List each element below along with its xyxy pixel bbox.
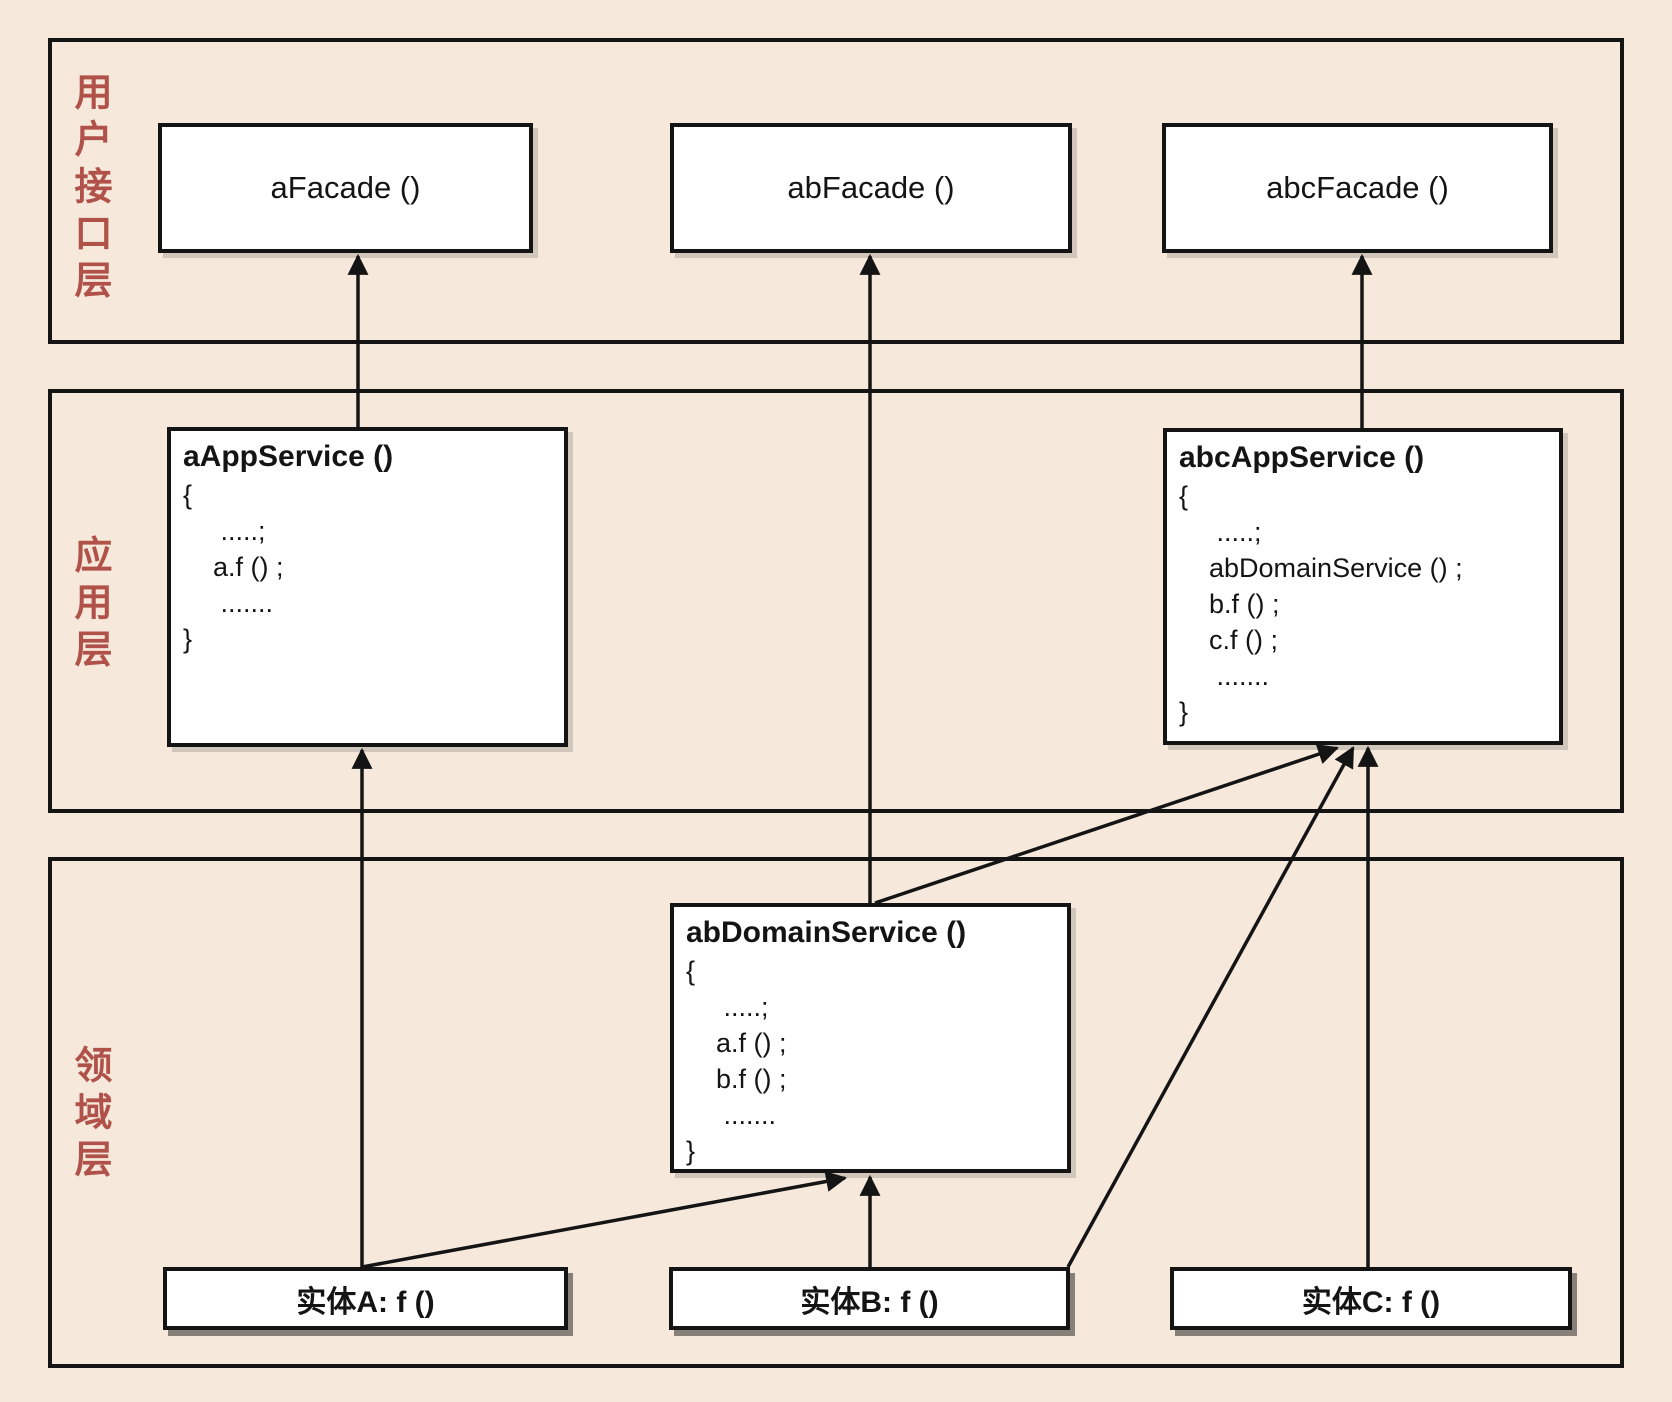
layer-label-domain: 领域层 xyxy=(68,1045,110,1186)
layer-box-user-interface xyxy=(48,38,1624,344)
box-abc-facade: abcFacade () xyxy=(1162,123,1553,253)
box-entity-b: 实体B: f () xyxy=(669,1267,1070,1330)
box-entity-b-label: 实体B: f () xyxy=(800,1285,939,1319)
box-abc-app-service-body: { .....; abDomainService () ; b.f () ; c… xyxy=(1179,481,1463,727)
layer-label-application: 应用层 xyxy=(68,535,110,676)
layer-box-application xyxy=(48,389,1624,813)
layer-box-domain xyxy=(48,857,1624,1368)
box-a-app-service: aAppService () { .....; a.f () ; .......… xyxy=(167,427,568,747)
box-abc-facade-title: abcFacade () xyxy=(1266,170,1449,205)
box-entity-c: 实体C: f () xyxy=(1170,1267,1572,1330)
box-ab-facade: abFacade () xyxy=(670,123,1072,253)
layer-label-user-interface: 用户接口层 xyxy=(68,72,110,307)
box-entity-a-label: 实体A: f () xyxy=(296,1285,435,1319)
box-ab-facade-title: abFacade () xyxy=(787,170,955,205)
box-ab-domain-service-title: abDomainService () xyxy=(686,916,967,949)
box-abc-app-service: abcAppService () { .....; abDomainServic… xyxy=(1163,428,1563,745)
box-entity-a: 实体A: f () xyxy=(163,1267,568,1330)
box-ab-domain-service-body: { .....; a.f () ; b.f () ; ....... } xyxy=(686,956,787,1166)
box-entity-c-label: 实体C: f () xyxy=(1301,1285,1441,1319)
box-a-facade-title: aFacade () xyxy=(270,170,421,205)
box-a-app-service-body: { .....; a.f () ; ....... } xyxy=(183,480,284,654)
box-a-app-service-title: aAppService () xyxy=(183,440,394,473)
box-ab-domain-service: abDomainService () { .....; a.f () ; b.f… xyxy=(670,903,1071,1173)
box-a-facade: aFacade () xyxy=(158,123,533,253)
box-abc-app-service-title: abcAppService () xyxy=(1179,441,1425,474)
